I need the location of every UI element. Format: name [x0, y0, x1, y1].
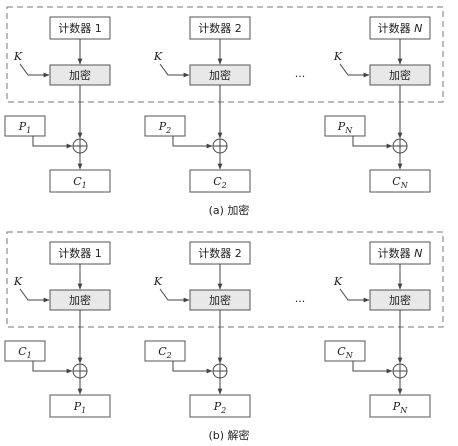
output-label-subscript: 1 — [81, 406, 86, 415]
key-arrow — [19, 63, 50, 78]
key-arrow — [339, 63, 370, 78]
key-label: K — [13, 275, 23, 288]
counter-label: 计数器 2 — [198, 22, 242, 35]
key-label: K — [333, 275, 343, 288]
key-arrow — [159, 63, 190, 78]
output-label: C2 — [213, 175, 227, 190]
output-label-symbol: C — [392, 175, 401, 188]
counter-prefix: 计数器 — [378, 247, 415, 260]
input-label-symbol: C — [158, 345, 167, 358]
input-label: P1 — [18, 120, 32, 135]
counter-label: 计数器 1 — [58, 247, 102, 260]
counter-index: N — [414, 22, 422, 35]
output-label-symbol: P — [213, 400, 222, 413]
output-label: P2 — [213, 400, 227, 415]
input-label: P2 — [158, 120, 172, 135]
input-label: CN — [337, 345, 353, 360]
output-label: P1 — [73, 400, 87, 415]
output-box — [369, 169, 431, 193]
input-label-subscript: 1 — [27, 351, 32, 360]
input-box — [144, 115, 186, 137]
output-label-symbol: P — [73, 400, 82, 413]
key-label: K — [153, 50, 163, 63]
output-box — [369, 394, 431, 418]
input-arrow — [172, 361, 213, 374]
output-label-subscript: 1 — [82, 181, 87, 190]
encrypt-label: 加密 — [209, 68, 231, 82]
counter-label: 计数器 1 — [58, 22, 102, 35]
encrypt-label: 加密 — [209, 293, 231, 307]
input-label: C2 — [158, 345, 172, 360]
counter-prefix: 计数器 — [198, 247, 235, 260]
key-label: K — [13, 50, 23, 63]
input-label-symbol: C — [337, 345, 346, 358]
input-label-symbol: P — [337, 120, 346, 133]
counter-index: 1 — [95, 22, 102, 35]
input-label-subscript: N — [345, 351, 354, 360]
counter-label: 计数器 N — [378, 247, 423, 260]
block-cipher-enclosure — [6, 6, 444, 103]
input-arrow — [32, 136, 73, 149]
key-arrow — [19, 288, 50, 303]
output-label-symbol: P — [392, 400, 401, 413]
input-label: C1 — [18, 345, 32, 360]
input-label: PN — [337, 120, 353, 135]
encrypt-label: 加密 — [389, 68, 411, 82]
counter-label: 计数器 2 — [198, 247, 242, 260]
counter-index: 1 — [95, 247, 102, 260]
input-label-symbol: C — [18, 345, 27, 358]
encrypt-label: 加密 — [389, 293, 411, 307]
input-label-symbol: P — [18, 120, 27, 133]
counter-index: 2 — [235, 22, 242, 35]
output-label: PN — [392, 400, 408, 415]
output-label-subscript: 2 — [220, 406, 226, 415]
output-label-symbol: C — [73, 175, 82, 188]
ellipsis: ··· — [295, 295, 306, 308]
input-box — [4, 115, 46, 137]
counter-label: 计数器 N — [378, 22, 423, 35]
encrypt-label: 加密 — [69, 68, 91, 82]
input-box — [4, 340, 46, 362]
counter-index: 2 — [235, 247, 242, 260]
input-arrow — [172, 136, 213, 149]
counter-index: N — [414, 247, 422, 260]
counter-prefix: 计数器 — [58, 247, 95, 260]
output-box — [189, 394, 251, 418]
input-label-subscript: 1 — [26, 126, 31, 135]
output-box — [49, 169, 111, 193]
input-box — [144, 340, 186, 362]
caption: (b) 解密 — [208, 428, 249, 442]
input-arrow — [352, 136, 393, 149]
caption: (a) 加密 — [209, 203, 250, 217]
input-box — [324, 115, 366, 137]
key-label: K — [153, 275, 163, 288]
encrypt-label: 加密 — [69, 293, 91, 307]
output-label-subscript: N — [399, 406, 408, 415]
input-box — [324, 340, 366, 362]
input-arrow — [352, 361, 393, 374]
input-label-subscript: N — [344, 126, 353, 135]
input-label-subscript: 2 — [166, 351, 172, 360]
key-label: K — [333, 50, 343, 63]
output-label-subscript: 2 — [221, 181, 227, 190]
key-arrow — [159, 288, 190, 303]
input-label-symbol: P — [158, 120, 167, 133]
output-label-subscript: N — [400, 181, 409, 190]
input-arrow — [32, 361, 73, 374]
counter-prefix: 计数器 — [58, 22, 95, 35]
output-label: CN — [392, 175, 408, 190]
output-label-symbol: C — [213, 175, 222, 188]
output-box — [49, 394, 111, 418]
counter-prefix: 计数器 — [198, 22, 235, 35]
block-cipher-enclosure — [6, 231, 444, 328]
key-arrow — [339, 288, 370, 303]
output-label: C1 — [73, 175, 87, 190]
input-label-subscript: 2 — [165, 126, 171, 135]
ellipsis: ··· — [295, 70, 306, 83]
counter-prefix: 计数器 — [378, 22, 415, 35]
output-box — [189, 169, 251, 193]
